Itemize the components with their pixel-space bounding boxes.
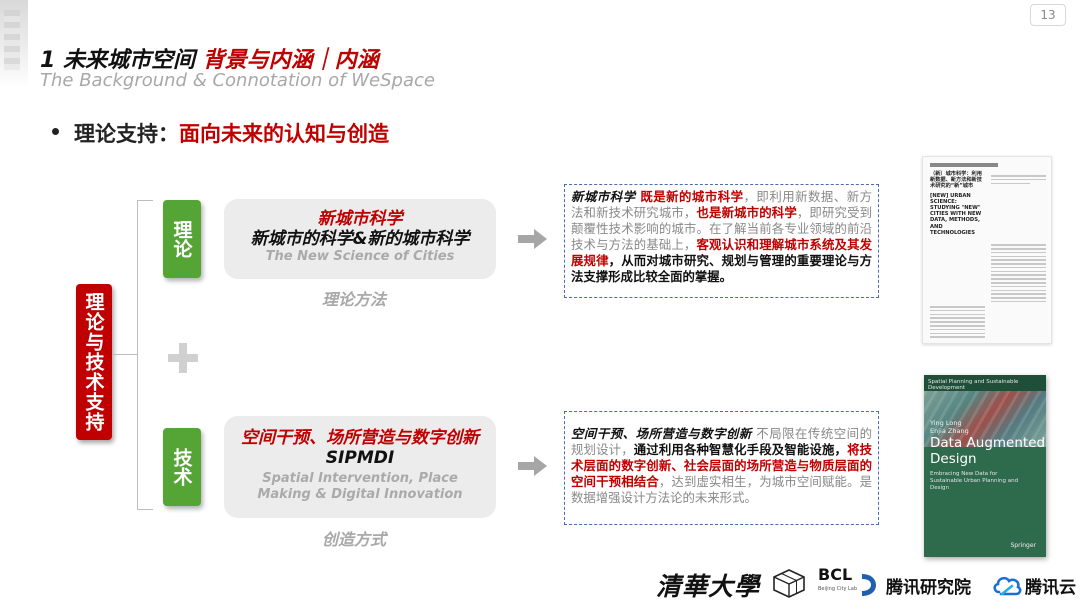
bcl-text: BCL <box>818 568 852 582</box>
corner-decoration <box>0 0 28 88</box>
book-series: Spatial Planning and Sustainable Develop… <box>924 375 1046 391</box>
tencent-research-text: 腾讯研究院 <box>886 573 971 598</box>
tencent-cloud-icon <box>992 574 1022 596</box>
paper-header-bar <box>930 163 998 167</box>
tencent-research-icon <box>858 571 880 599</box>
technology-caption: 创造方式 <box>322 526 386 550</box>
paper-left-column: （新）城市科学：利用新数据、新方法和新技术研究的“新”城市 [NEW] URBA… <box>930 171 985 340</box>
tencent-cloud-text: 腾讯云 <box>1025 573 1076 598</box>
theory-description: 新城市科学 既是新的城市科学，即利用新数据、新方法和新技术研究城市，也是新城市的… <box>564 184 879 298</box>
theory-caption: 理论方法 <box>322 286 386 310</box>
bullet-heading: 理论支持：面向未来的认知与创造 <box>74 118 389 148</box>
bullet-highlight: 面向未来的认知与创造 <box>179 122 389 146</box>
main-label: 理论与技术支持 <box>76 284 112 440</box>
theory-desc-bold: ，从而对城市研究、规划与管理的重要理论与方法支撑形成比较全面的掌握。 <box>571 253 872 284</box>
bracket-vertical <box>137 200 138 510</box>
book-author-1: Ying Long <box>930 419 969 427</box>
theory-tab: 理论 <box>163 200 201 278</box>
page-subtitle: The Background & Connotation of WeSpace <box>40 70 435 91</box>
paper-thumbnail: （新）城市科学：利用新数据、新方法和新技术研究的“新”城市 [NEW] URBA… <box>922 156 1052 344</box>
technology-title-red: 空间干预、场所营造与数字创新 <box>224 428 496 448</box>
technology-desc-bold: 通过利用各种智慧化手段及智能设施， <box>634 442 847 457</box>
paper-title-cn: （新）城市科学：利用新数据、新方法和新技术研究的“新”城市 <box>930 171 985 190</box>
technology-desc-keyword: 空间干预、场所营造与数字创新 <box>571 426 752 441</box>
theory-title-en: The New Science of Cities <box>224 249 496 265</box>
page-number: 13 <box>1030 4 1066 26</box>
book-author-2: Enjia Zhang <box>930 427 969 435</box>
technology-description: 空间干预、场所营造与数字创新 不局限在传统空间的规划设计，通过利用各种智慧化手段… <box>564 411 879 525</box>
paper-left-text <box>930 306 985 338</box>
technology-arrow-icon <box>518 456 548 476</box>
bullet-label: 理论支持： <box>74 122 179 146</box>
theory-arrow-icon <box>518 229 548 249</box>
book-title: Data Augmented Design <box>930 435 1045 467</box>
tsinghua-logo: 清華大學 <box>656 568 760 602</box>
book-title-line-1: Data Augmented <box>930 435 1045 451</box>
paper-right-column <box>991 171 1046 305</box>
theory-title-box: 新城市科学 新城市的科学&新的城市科学 The New Science of C… <box>224 199 496 279</box>
technology-tab: 技术 <box>163 428 201 506</box>
book-title-line-2: Design <box>930 451 1045 467</box>
bullet-dot <box>52 128 59 135</box>
theory-desc-red-1: 既是新的城市科学 <box>636 189 744 204</box>
bcl-subtext: Beijing City Lab <box>818 582 857 596</box>
plus-icon <box>168 343 198 373</box>
book-cover: Spatial Planning and Sustainable Develop… <box>924 375 1046 557</box>
technology-title-en: Spatial Intervention, Place Making & Dig… <box>224 471 496 503</box>
book-publisher: Springer <box>1010 542 1036 549</box>
bracket-top-arm <box>137 200 153 201</box>
technology-title-box: 空间干预、场所营造与数字创新 SIPMDI Spatial Interventi… <box>224 416 496 518</box>
tencent-research-logo: 腾讯研究院 <box>858 568 971 602</box>
book-subtitle: Embracing New Data for Sustainable Urban… <box>930 471 1030 492</box>
bcl-logo: BCL Beijing City Lab <box>818 568 857 602</box>
theory-desc-red-2: 也是新城市的科学 <box>696 205 796 220</box>
book-authors: Ying Long Enjia Zhang <box>930 419 969 435</box>
theory-title-red: 新城市科学 <box>224 209 496 229</box>
theory-title-black: 新城市的科学&新的城市科学 <box>224 229 496 249</box>
tencent-cloud-logo: 腾讯云 <box>992 568 1076 602</box>
bracket-stem <box>112 354 138 355</box>
theory-desc-keyword: 新城市科学 <box>571 189 636 204</box>
paper-title-en: [NEW] URBAN SCIENCE: STUDYING "NEW" CITI… <box>930 193 985 236</box>
paper-right-text <box>991 175 1046 184</box>
bracket-bottom-arm <box>137 509 153 510</box>
cube-logo-icon <box>772 568 806 598</box>
technology-title-black: SIPMDI <box>224 448 496 468</box>
